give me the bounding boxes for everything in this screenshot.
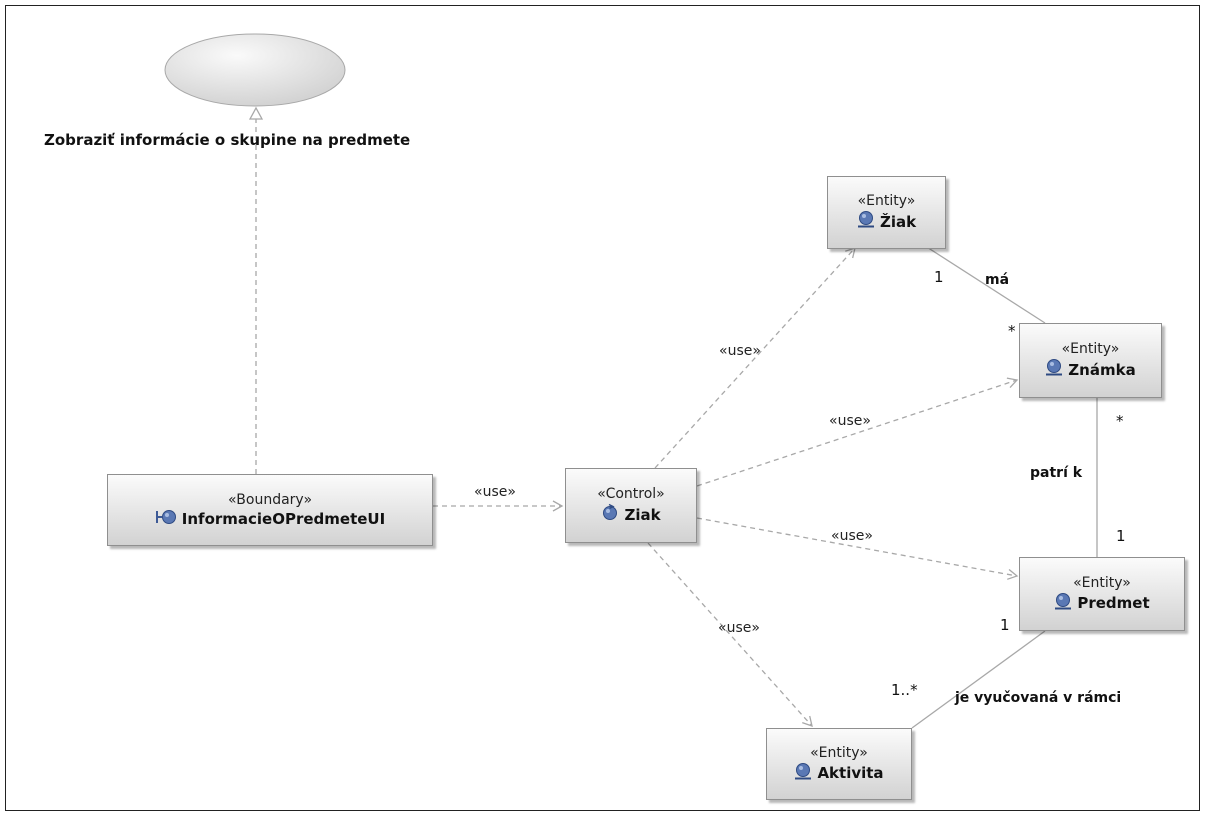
class-name: InformacieOPredmeteUI xyxy=(155,509,385,530)
use-case-ellipse[interactable] xyxy=(164,33,346,107)
stereotype-label: «Control» xyxy=(597,486,665,502)
class-entity-predmet[interactable]: «Entity» Predmet xyxy=(1019,557,1185,631)
multiplicity-label: 1 xyxy=(1000,616,1010,634)
class-name: Predmet xyxy=(1054,592,1150,615)
use-case-label: Zobraziť informácie o skupine na predmet… xyxy=(44,131,411,149)
association-name: je vyučovaná v rámci xyxy=(955,690,1122,706)
dependency-label: «use» xyxy=(719,343,761,359)
class-name: Známka xyxy=(1045,358,1136,381)
association-name: má xyxy=(985,272,1010,288)
class-entity-aktivita[interactable]: «Entity» Aktivita xyxy=(766,728,912,800)
entity-icon xyxy=(794,762,812,785)
association-name: patrí k xyxy=(1030,465,1083,481)
dependency-label: «use» xyxy=(474,484,516,500)
stereotype-label: «Entity» xyxy=(1061,341,1120,357)
class-entity-znamka[interactable]: «Entity» Známka xyxy=(1019,323,1162,398)
control-icon xyxy=(601,503,619,526)
class-name: Žiak xyxy=(857,210,916,233)
dependency-control-predmet-line xyxy=(696,517,1019,580)
dependency-control-aktivita-line xyxy=(647,542,813,727)
stereotype-label: «Boundary» xyxy=(227,491,313,508)
class-control-ziak[interactable]: «Control» Ziak xyxy=(565,468,697,543)
boundary-icon xyxy=(155,509,177,530)
dependency-label: «use» xyxy=(831,528,873,544)
class-name: Aktivita xyxy=(794,762,884,785)
entity-icon xyxy=(1054,592,1072,615)
multiplicity-label: * xyxy=(1008,322,1016,340)
entity-icon xyxy=(1045,358,1063,381)
stereotype-label: «Entity» xyxy=(1073,574,1131,591)
stereotype-label: «Entity» xyxy=(857,193,916,209)
multiplicity-label: 1 xyxy=(934,268,944,286)
multiplicity-label: 1 xyxy=(1116,527,1126,545)
dependency-control-znamka-line xyxy=(696,377,1019,487)
stereotype-label: «Entity» xyxy=(810,744,868,761)
dependency-label: «use» xyxy=(718,620,760,636)
dependency-control-ziak-line xyxy=(654,247,856,469)
association-vyucovana-line xyxy=(911,630,1046,729)
entity-icon xyxy=(857,210,875,233)
class-entity-ziak[interactable]: «Entity» Žiak xyxy=(827,176,946,249)
class-name: Ziak xyxy=(601,503,661,526)
dependency-label: «use» xyxy=(829,413,871,429)
diagram-frame xyxy=(5,5,1200,811)
multiplicity-label: * xyxy=(1116,412,1124,430)
class-boundary-informacie[interactable]: «Boundary» InformacieOPredmeteUI xyxy=(107,474,433,546)
multiplicity-label: 1..* xyxy=(891,681,918,699)
